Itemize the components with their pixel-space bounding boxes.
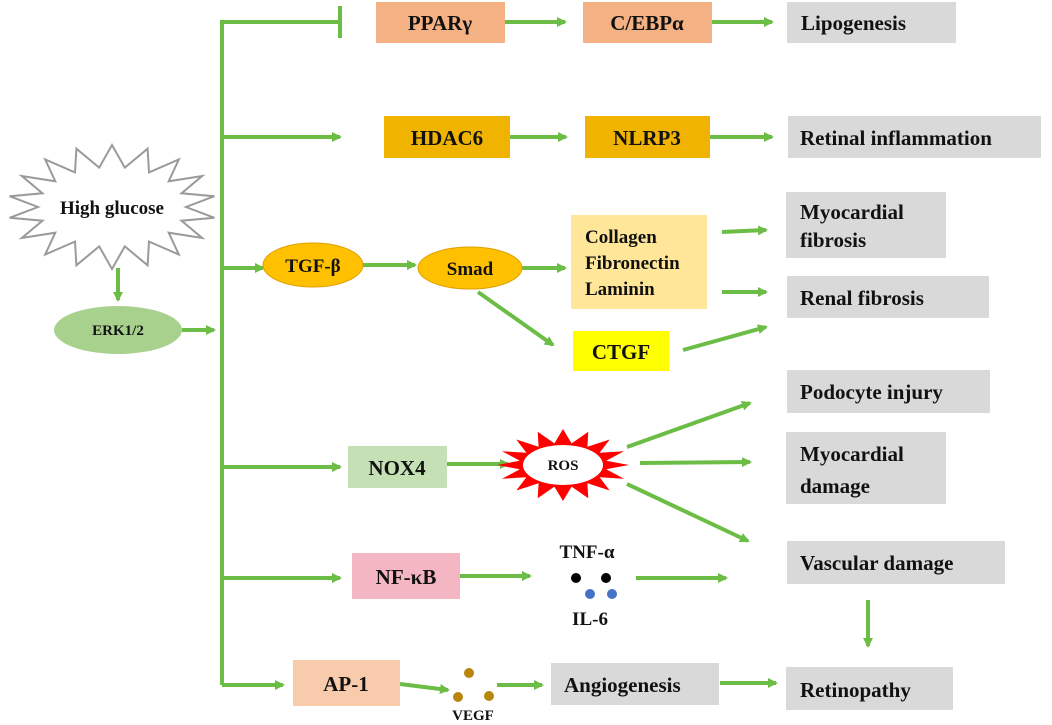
- tgf-label: TGF-β: [285, 256, 340, 277]
- outcome-lipogenesis-label: Lipogenesis: [801, 11, 906, 35]
- outcome-podocyte-injury: Podocyte injury: [787, 370, 990, 413]
- tnf-dot-left: [571, 573, 581, 583]
- cebp-label: C/EBPα: [610, 11, 684, 35]
- il6-dot-right: [607, 589, 617, 599]
- hdac6-label: HDAC6: [411, 126, 483, 150]
- hdac6-box: [384, 116, 510, 158]
- nlrp3-box: [585, 116, 710, 158]
- vegf-label: VEGF: [452, 708, 494, 724]
- connectors: [113, 6, 873, 694]
- ppar-node: PPARγ: [376, 2, 505, 43]
- outcome-vascular-damage: Vascular damage: [787, 541, 1005, 584]
- ap1-node: AP-1: [293, 660, 400, 706]
- il6-label: IL-6: [572, 609, 608, 630]
- cytokines-node: TNF-α IL-6: [560, 542, 617, 630]
- arrow-ros-myocardial-damage: [639, 457, 752, 468]
- outcome-podocyte-injury-box: [787, 370, 990, 413]
- vegf-node: VEGF: [452, 668, 494, 724]
- smad-label: Smad: [447, 259, 494, 280]
- outcome-retinopathy-box: [786, 667, 953, 710]
- outcome-lipogenesis: Lipogenesis: [787, 2, 956, 43]
- arrow-smad-ctgf: [476, 290, 555, 347]
- nlrp3-node: NLRP3: [585, 116, 710, 158]
- outcome-angiogenesis-label: Angiogenesis: [564, 673, 681, 697]
- ros-center: [523, 445, 603, 485]
- smad-ellipse: [417, 246, 523, 290]
- outcome-myocardial-fibrosis: Myocardial fibrosis: [786, 192, 946, 258]
- ros-node: ROS: [497, 429, 629, 501]
- outcome-retinal-inflammation-box: [788, 116, 1041, 158]
- nlrp3-label: NLRP3: [613, 126, 681, 150]
- outcome-vascular-damage-box: [787, 541, 1005, 584]
- erk-node: ERK1/2: [54, 306, 182, 354]
- cebp-box: [583, 2, 712, 43]
- outcome-podocyte-injury-label: Podocyte injury: [800, 380, 943, 404]
- erk-label: ERK1/2: [92, 323, 144, 339]
- cebp-node: C/EBPα: [583, 2, 712, 43]
- outcome-renal-fibrosis-box: [787, 276, 989, 318]
- il6-dot-left: [585, 589, 595, 599]
- erk-ellipse: [54, 306, 182, 354]
- outcome-lipogenesis-box: [787, 2, 956, 43]
- arrow-ros-vascular: [626, 482, 750, 543]
- nfkb-box: [352, 553, 460, 599]
- ecm-collagen: Collagen: [585, 227, 657, 248]
- ppar-label: PPARγ: [408, 11, 472, 35]
- outcome-renal-fibrosis-label: Renal fibrosis: [800, 286, 924, 310]
- outcome-myocardial-damage-line2: damage: [800, 474, 870, 498]
- arrow-ecm-myocardial-fibrosis: [721, 225, 768, 236]
- tgf-node: TGF-β: [262, 242, 364, 288]
- arrow-ap1-vegf: [399, 682, 450, 694]
- nox4-label: NOX4: [368, 456, 426, 480]
- ros-label: ROS: [548, 458, 579, 474]
- ecm-box: [571, 215, 707, 309]
- ecm-laminin: Laminin: [585, 279, 655, 300]
- outcome-retinopathy-label: Retinopathy: [800, 678, 911, 702]
- ctgf-node: CTGF: [573, 331, 669, 371]
- nox4-node: NOX4: [348, 446, 447, 488]
- outcome-retinopathy: Retinopathy: [786, 667, 953, 710]
- outcome-retinal-inflammation: Retinal inflammation: [788, 116, 1041, 158]
- outcome-myocardial-fibrosis-line1: Myocardial: [800, 200, 904, 224]
- ap1-box: [293, 660, 400, 706]
- nfkb-node: NF-κB: [352, 553, 460, 599]
- tgf-ellipse: [262, 242, 364, 288]
- nfkb-label: NF-κB: [376, 565, 437, 589]
- hdac6-node: HDAC6: [384, 116, 510, 158]
- outcome-myocardial-damage-line1: Myocardial: [800, 442, 904, 466]
- arrow-ctgf-renal-fibrosis: [682, 324, 768, 352]
- nox4-box: [348, 446, 447, 488]
- vegf-dot-left: [453, 692, 463, 702]
- outcome-vascular-damage-label: Vascular damage: [800, 551, 953, 575]
- ecm-node: Collagen Fibronectin Laminin: [571, 215, 707, 309]
- arrow-ros-podocyte: [626, 400, 752, 449]
- high-glucose-burst-shape: [9, 142, 215, 272]
- ap1-label: AP-1: [323, 672, 369, 696]
- ctgf-label: CTGF: [592, 340, 650, 364]
- outcome-myocardial-fibrosis-box: [786, 192, 946, 258]
- tnf-dot-right: [601, 573, 611, 583]
- outcome-retinal-inflammation-label: Retinal inflammation: [800, 126, 992, 150]
- outcome-myocardial-damage-box: [786, 432, 946, 504]
- vegf-dot-top: [464, 668, 474, 678]
- outcome-angiogenesis: Angiogenesis: [551, 663, 719, 705]
- outcome-angiogenesis-box: [551, 663, 719, 705]
- ctgf-box: [573, 331, 669, 371]
- smad-node: Smad: [417, 246, 523, 290]
- high-glucose-node: High glucose: [9, 142, 215, 272]
- tnf-label: TNF-α: [560, 542, 615, 563]
- ppar-box: [376, 2, 505, 43]
- outcome-myocardial-fibrosis-line2: fibrosis: [800, 228, 866, 252]
- high-glucose-label: High glucose: [60, 198, 164, 219]
- vegf-dot-right: [484, 691, 494, 701]
- outcome-myocardial-damage: Myocardial damage: [786, 432, 946, 504]
- outcome-renal-fibrosis: Renal fibrosis: [787, 276, 989, 318]
- ecm-fibronectin: Fibronectin: [585, 253, 680, 274]
